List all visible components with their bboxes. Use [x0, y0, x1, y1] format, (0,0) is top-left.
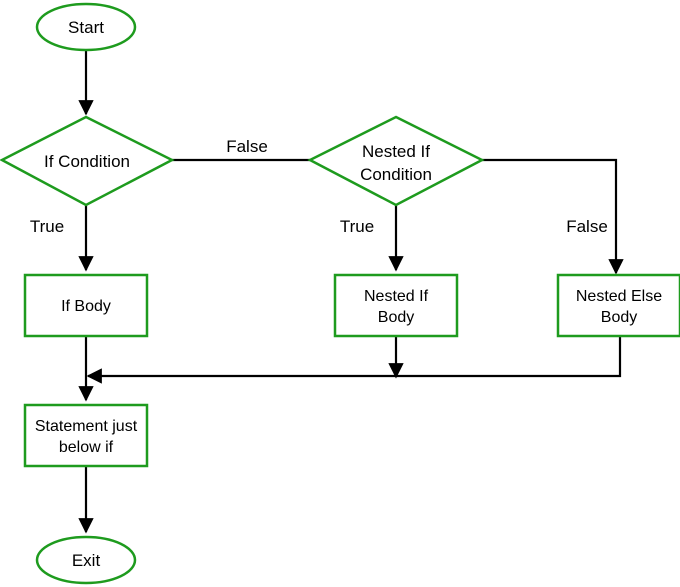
- edge-labels: False True True False: [30, 137, 608, 236]
- nested-if-body-node: Nested If Body: [333, 273, 459, 338]
- nested-if-condition-label-line2: Condition: [360, 165, 432, 184]
- statement-below-if-label-line1: Statement just: [35, 418, 138, 435]
- edge-label-if-true: True: [30, 217, 64, 236]
- if-body-label: If Body: [61, 298, 111, 315]
- nested-if-condition-label-line1: Nested If: [362, 142, 430, 161]
- edges: [78, 50, 624, 534]
- nested-else-body-node: Nested Else Body: [556, 273, 680, 338]
- nested-if-body-label-line1: Nested If: [364, 288, 429, 305]
- start-node: Start: [35, 2, 137, 52]
- arrow-nested-if-condition-to-nested-else-body: [482, 158, 624, 275]
- arrow-nested-else-body-to-statement: [86, 336, 622, 384]
- exit-node: Exit: [35, 535, 137, 585]
- statement-below-if-node: Statement just below if: [23, 403, 149, 468]
- nested-else-body-label-line2: Body: [601, 309, 637, 326]
- nested-else-body-label-line1: Nested Else: [576, 288, 662, 305]
- edge-label-if-false: False: [226, 137, 268, 156]
- nested-if-body-label-line2: Body: [378, 309, 414, 326]
- exit-node-label: Exit: [72, 551, 101, 570]
- if-body-node: If Body: [23, 273, 149, 338]
- edge-label-nested-false: False: [566, 217, 608, 236]
- edge-label-nested-true: True: [340, 217, 374, 236]
- nested-if-condition-node: Nested If Condition: [307, 115, 485, 207]
- statement-below-if-label-line2: below if: [59, 439, 114, 456]
- if-condition-label: If Condition: [44, 152, 130, 171]
- start-node-label: Start: [68, 18, 104, 37]
- if-condition-node: If Condition: [0, 115, 175, 207]
